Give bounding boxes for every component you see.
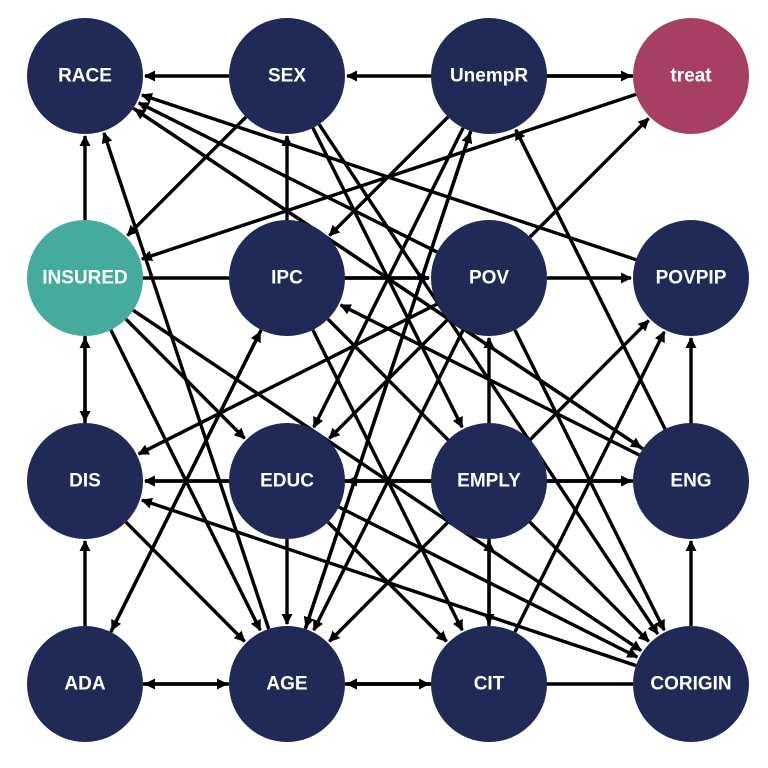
node-dis: DIS — [27, 423, 143, 539]
node-circle-age — [229, 626, 345, 742]
node-label-emply: EMPLY — [457, 471, 521, 492]
node-circle-povpip — [633, 220, 749, 336]
node-circle-dis — [27, 423, 143, 539]
edge-age-to-unempr — [303, 131, 473, 630]
edge-sex-to-corigin — [317, 123, 660, 635]
node-ipc: IPC — [229, 220, 345, 336]
edge-race-to-eng — [132, 106, 643, 450]
node-emply: EMPLY — [431, 423, 547, 539]
node-label-sex: SEX — [268, 66, 306, 87]
node-label-ipc: IPC — [271, 268, 303, 289]
node-circle-emply — [431, 423, 547, 539]
node-circle-ipc — [229, 220, 345, 336]
node-circle-eng — [633, 423, 749, 539]
node-povpip: POVPIP — [633, 220, 749, 336]
node-circle-insured — [27, 220, 143, 336]
node-corigin: CORIGIN — [633, 626, 749, 742]
node-label-dis: DIS — [69, 471, 101, 492]
node-insured: INSURED — [27, 220, 143, 336]
node-pov: POV — [431, 220, 547, 336]
node-race: RACE — [27, 18, 143, 134]
edge-unempr-to-ipc — [328, 115, 450, 237]
node-label-educ: EDUC — [260, 471, 314, 492]
node-label-pov: POV — [469, 268, 509, 289]
node-label-age: AGE — [266, 674, 307, 695]
node-cit: CIT — [431, 626, 547, 742]
node-circle-ada — [27, 626, 143, 742]
node-circle-corigin — [633, 626, 749, 742]
node-circle-treat — [633, 18, 749, 134]
node-eng: ENG — [633, 423, 749, 539]
edge-pov-to-treat — [528, 117, 650, 239]
edge-layer — [79, 70, 697, 690]
node-treat: treat — [633, 18, 749, 134]
edge-emply-to-povpip — [528, 319, 650, 442]
edge-pov-to-dis — [137, 302, 438, 456]
node-educ: EDUC — [229, 423, 345, 539]
node-label-povpip: POVPIP — [656, 268, 727, 289]
node-circle-unempr — [431, 18, 547, 134]
node-unempr: UnempR — [431, 18, 547, 134]
node-circle-pov — [431, 220, 547, 336]
node-label-insured: INSURED — [42, 268, 128, 289]
node-label-treat: treat — [670, 66, 712, 87]
node-label-corigin: CORIGIN — [650, 674, 731, 695]
node-age: AGE — [229, 626, 345, 742]
node-label-cit: CIT — [474, 674, 505, 695]
node-ada: ADA — [27, 626, 143, 742]
edge-sex-to-insured — [126, 115, 248, 237]
node-label-eng: ENG — [670, 471, 711, 492]
edge-corigin-to-dis — [140, 498, 637, 668]
node-circle-cit — [431, 626, 547, 742]
edge-dis-to-age — [124, 520, 246, 643]
node-circle-sex — [229, 18, 345, 134]
node-label-unempr: UnempR — [450, 66, 528, 87]
edge-cit-to-povpip — [513, 330, 666, 633]
node-label-race: RACE — [58, 66, 112, 87]
node-circle-race — [27, 18, 143, 134]
edge-age-to-race — [101, 131, 271, 630]
node-sex: SEX — [229, 18, 345, 134]
node-circle-educ — [229, 423, 345, 539]
edge-educ-to-corigin — [338, 505, 639, 659]
node-label-ada: ADA — [64, 674, 105, 695]
edge-ipc-to-cit — [311, 329, 464, 632]
